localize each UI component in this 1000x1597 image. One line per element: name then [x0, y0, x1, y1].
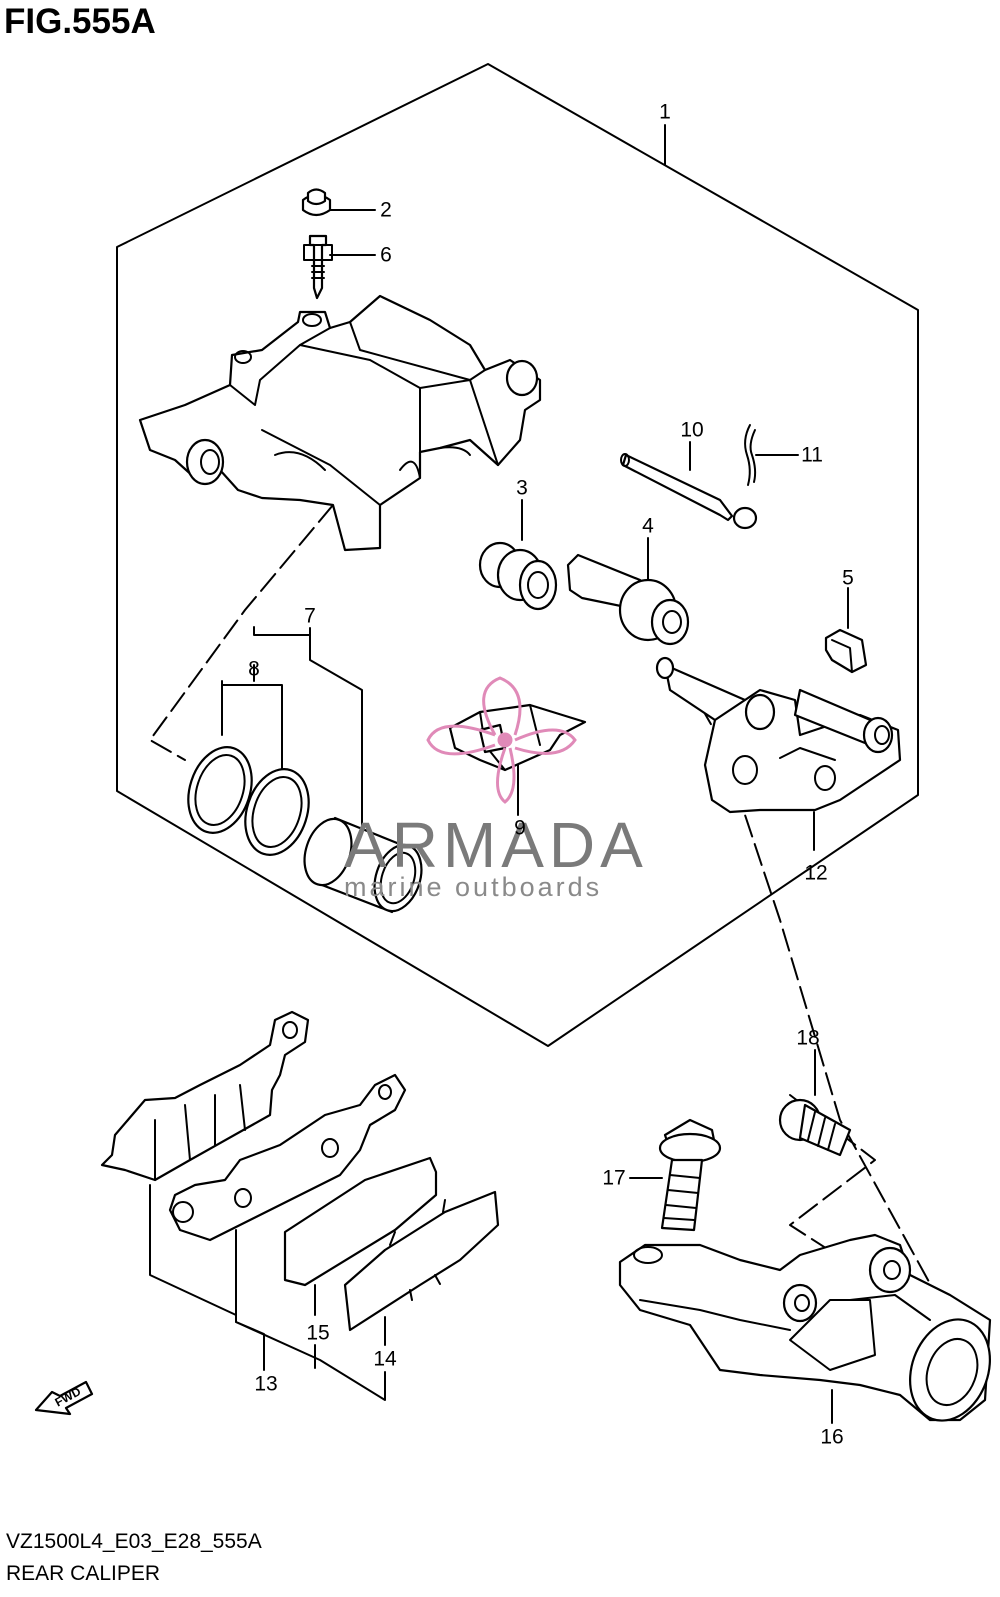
callout-5: 5	[842, 566, 854, 590]
callout-4: 4	[642, 514, 654, 538]
callout-1: 1	[659, 100, 671, 124]
assembly-name: REAR CALIPER	[6, 1562, 161, 1585]
callout-6: 6	[380, 243, 392, 267]
callout-16: 16	[820, 1425, 844, 1449]
caliper-holder	[618, 1233, 992, 1422]
brake-pad-outer	[100, 1010, 310, 1182]
forward-direction-marker: FWD	[34, 1380, 94, 1416]
pad-pin	[620, 453, 758, 530]
watermark-tagline: marine outboards	[344, 872, 603, 902]
bleeder-cap	[301, 188, 332, 217]
pad-spring-clip	[824, 628, 868, 674]
holder-bolt	[778, 1098, 852, 1157]
callout-15: 15	[306, 1321, 330, 1345]
caliper-body	[138, 294, 542, 552]
pin-clip	[744, 424, 757, 486]
callout-3: 3	[516, 476, 528, 500]
callout-10: 10	[680, 418, 704, 442]
caliper-piston	[303, 816, 423, 914]
callout-2: 2	[380, 198, 392, 222]
caliper-bracket	[655, 656, 902, 814]
piston-seals	[187, 746, 310, 856]
bracket-bolt	[658, 1118, 722, 1232]
callout-11: 11	[801, 443, 823, 467]
brake-pad-inner	[168, 1073, 407, 1242]
pin-boot	[478, 541, 558, 611]
slide-pin	[566, 553, 690, 646]
callout-14: 14	[373, 1347, 397, 1371]
callout-12: 12	[804, 861, 828, 885]
figure-title: FIG.555A	[4, 2, 156, 41]
callout-8: 8	[248, 657, 260, 681]
assembly-boundary	[116, 63, 919, 1047]
callout-13: 13	[254, 1372, 278, 1396]
callout-17: 17	[602, 1166, 626, 1190]
pad-shim-outer	[283, 1156, 438, 1287]
callout-18: 18	[796, 1026, 820, 1050]
watermark-logo-icon	[426, 676, 577, 804]
callout-7: 7	[304, 604, 316, 628]
model-code: VZ1500L4_E03_E28_555A	[6, 1530, 262, 1553]
pad-shim-inner	[343, 1190, 500, 1332]
watermark-brand: ARMADA	[344, 809, 648, 881]
bleeder-valve	[303, 234, 333, 300]
callout-9: 9	[514, 816, 526, 840]
